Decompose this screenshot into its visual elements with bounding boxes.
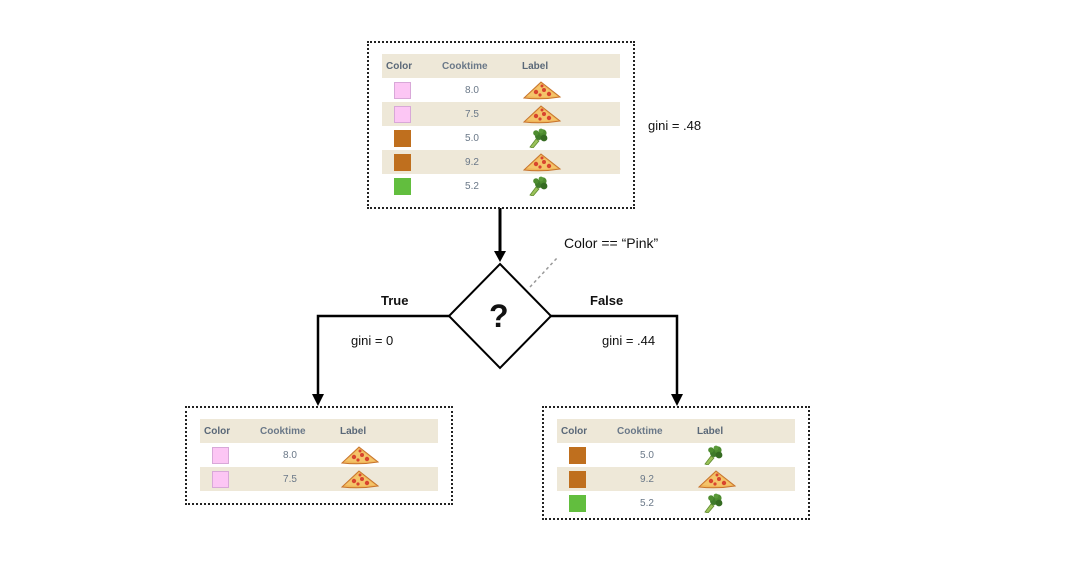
cooktime-cell: 5.2: [465, 180, 479, 192]
table-row: 5.0: [557, 443, 795, 467]
root-gini: gini = .48: [648, 118, 702, 133]
color-swatch: [393, 153, 411, 171]
table-row: 9.2: [557, 467, 795, 491]
color-swatch: [211, 470, 229, 488]
label-cell: [522, 128, 620, 148]
column-header: Color: [204, 425, 231, 437]
label-cell: [340, 469, 438, 489]
label-cell: [697, 445, 795, 465]
column-header: Color: [561, 425, 588, 437]
question-diamond: [447, 262, 553, 370]
broccoli-icon: [704, 445, 723, 465]
table-row: 7.5: [200, 467, 438, 491]
color-cell: [382, 105, 422, 123]
color-swatch: [568, 494, 586, 512]
color-cell: [382, 177, 422, 195]
color-swatch: [393, 81, 411, 99]
column-header: Cooktime: [442, 60, 488, 72]
root-table: Color Cooktime Label 8.0 7.5 5.0 9.2 5.2: [382, 54, 620, 198]
table-row: 8.0: [382, 78, 620, 102]
column-header: Label: [697, 425, 724, 437]
cooktime-cell: 8.0: [465, 84, 479, 96]
label-cell: [522, 176, 620, 196]
true-child-node: Color Cooktime Label 8.0 7.5: [185, 406, 453, 505]
pizza-icon: [697, 470, 737, 489]
label-cell: [697, 493, 795, 513]
color-swatch: [393, 105, 411, 123]
table-row: 5.0: [382, 126, 620, 150]
cooktime-cell: 5.2: [640, 497, 654, 509]
table-header: Color Cooktime Label: [382, 54, 620, 78]
false-child-node: Color Cooktime Label 5.0 9.2 5.2: [542, 406, 810, 520]
pizza-icon: [522, 153, 562, 172]
false-child-table: Color Cooktime Label 5.0 9.2 5.2: [557, 419, 795, 515]
label-cell: [522, 152, 620, 172]
right-gini: gini = .44: [602, 333, 656, 348]
false-arrowhead: [671, 394, 683, 406]
pizza-icon: [522, 105, 562, 124]
pizza-icon: [340, 446, 380, 465]
label-cell: [697, 469, 795, 489]
table-row: 9.2: [382, 150, 620, 174]
false-branch-label: False: [590, 293, 624, 308]
table-row: 8.0: [200, 443, 438, 467]
true-arrowhead: [312, 394, 324, 406]
color-cell: [200, 446, 240, 464]
question-symbol: ?: [489, 298, 509, 334]
label-cell: [522, 80, 620, 100]
false-branch-line: [551, 314, 679, 396]
color-cell: [200, 470, 240, 488]
label-cell: [522, 104, 620, 124]
column-header: Cooktime: [260, 425, 306, 437]
true-branch-label: True: [381, 293, 409, 308]
color-cell: [382, 81, 422, 99]
column-header: Label: [340, 425, 367, 437]
table-row: 5.2: [557, 491, 795, 515]
split-condition: Color == “Pink”: [564, 235, 659, 251]
root-arrowhead: [494, 251, 506, 262]
color-cell: [557, 470, 597, 488]
cooktime-cell: 5.0: [640, 449, 654, 461]
column-header: Label: [522, 60, 549, 72]
condition-leader-line: [529, 257, 558, 288]
cooktime-cell: 7.5: [283, 473, 297, 485]
color-swatch: [568, 470, 586, 488]
label-cell: [340, 445, 438, 465]
color-cell: [382, 129, 422, 147]
pizza-icon: [340, 470, 380, 489]
cooktime-cell: 9.2: [640, 473, 654, 485]
true-child-table: Color Cooktime Label 8.0 7.5: [200, 419, 438, 491]
column-header: Color: [386, 60, 413, 72]
table-row: 5.2: [382, 174, 620, 198]
table-header: Color Cooktime Label: [200, 419, 438, 443]
cooktime-cell: 5.0: [465, 132, 479, 144]
color-swatch: [393, 177, 411, 195]
table-row: 7.5: [382, 102, 620, 126]
color-cell: [557, 446, 597, 464]
broccoli-icon: [529, 128, 548, 148]
table-header: Color Cooktime Label: [557, 419, 795, 443]
pizza-icon: [522, 81, 562, 100]
broccoli-icon: [529, 176, 548, 196]
cooktime-cell: 9.2: [465, 156, 479, 168]
left-gini: gini = 0: [351, 333, 394, 348]
cooktime-cell: 8.0: [283, 449, 297, 461]
color-cell: [382, 153, 422, 171]
color-swatch: [568, 446, 586, 464]
column-header: Cooktime: [617, 425, 663, 437]
cooktime-cell: 7.5: [465, 108, 479, 120]
true-branch-line: [316, 314, 449, 396]
root-node: Color Cooktime Label 8.0 7.5 5.0 9.2 5.2: [367, 41, 635, 209]
color-swatch: [393, 129, 411, 147]
color-swatch: [211, 446, 229, 464]
broccoli-icon: [704, 493, 723, 513]
color-cell: [557, 494, 597, 512]
